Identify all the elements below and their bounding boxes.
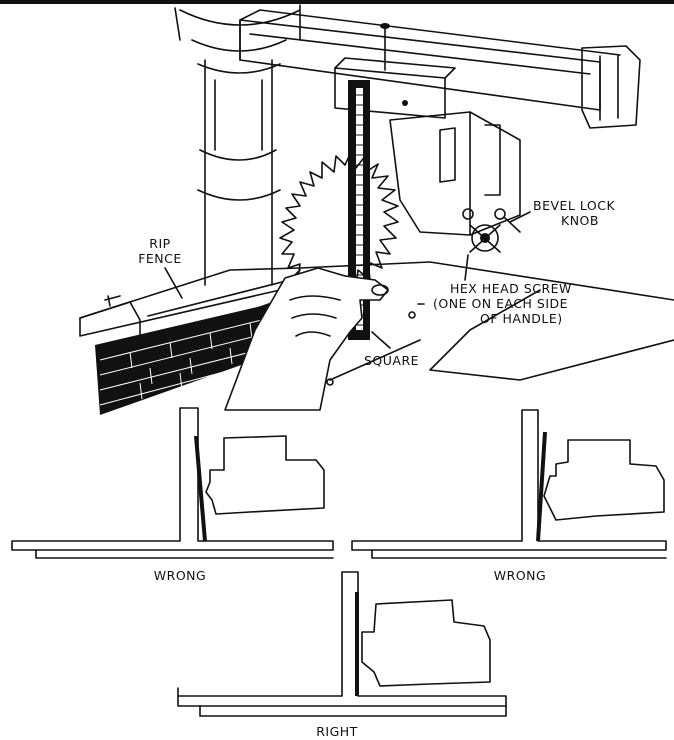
detail-right-caption: WRONG	[493, 568, 547, 583]
radial-arm-saw	[0, 0, 674, 415]
bevel-lock-knob-label: BEVEL LOCK KNOB	[533, 198, 615, 228]
bevel-lock-knob-line-1: BEVEL LOCK	[533, 198, 616, 213]
rip-fence-label: RIP FENCE	[128, 236, 192, 266]
hex-head-screw-line-2: (ONE ON EACH SIDE	[433, 296, 569, 311]
hex-head-screw-line-1: HEX HEAD SCREW	[450, 281, 572, 296]
detail-wrong-right	[351, 409, 667, 559]
bevel-lock-knob-line-2: KNOB	[561, 213, 599, 228]
detail-right	[177, 571, 507, 717]
hex-head-screw-label: HEX HEAD SCREW (ONE ON EACH SIDE OF HAND…	[433, 281, 572, 326]
hex-head-screw-line-3: OF HANDLE)	[480, 311, 563, 326]
square-label: SQUARE	[364, 353, 420, 368]
detail-wrong-left	[11, 407, 334, 559]
detail-bottom-caption: RIGHT	[316, 724, 358, 739]
rip-fence-line-1: RIP	[149, 236, 171, 251]
rip-fence-line-2: FENCE	[138, 251, 182, 266]
detail-left-caption: WRONG	[153, 568, 207, 583]
